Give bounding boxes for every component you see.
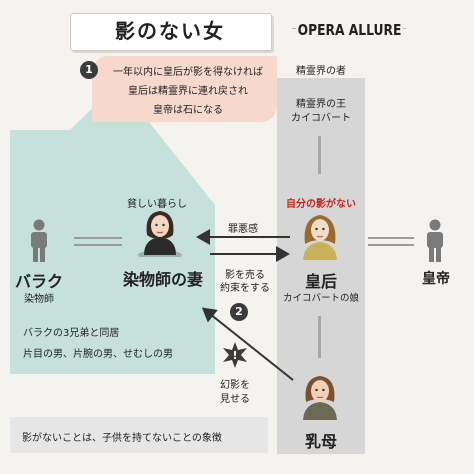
barak-wife-connector [74,237,122,246]
house-fill [10,83,215,374]
emperor-name: 皇帝 [422,271,450,287]
empress-emperor-connector [368,237,414,246]
nurse-portrait [303,376,337,420]
phantom-line-1: 幻影を [220,380,250,391]
king-empress-connector [318,136,321,174]
spirit-king-line-2: カイコバート [291,113,351,124]
house-note-2: 片目の男、片腕の男、せむしの男 [23,349,173,360]
empress-caption: 自分の影がない [286,199,356,210]
empress-subtitle: カイコバートの娘 [282,293,359,304]
footer-note: 影がないことは、子供を持てないことの象徴 [22,433,222,444]
promise-line-1: 影を売る [225,270,265,281]
brand-logo: OPERA ALLURE [296,21,404,39]
spirit-king-line-1: 精霊界の王 [296,99,346,110]
page-title: 影のない女 [115,19,225,43]
note-line-1: 一年以内に皇后が影を得なければ [113,67,263,78]
svg-text:!: ! [232,349,237,362]
title-box [70,13,272,51]
barak-role: 染物師 [24,294,54,305]
barak-person-icon [31,219,47,262]
barak-name: バラク [14,272,63,291]
note-line-2: 皇后は精霊界に連れ戻され [128,86,248,97]
wife-name: 染物師の妻 [122,270,203,289]
wife-caption: 貧しい暮らし [127,199,187,210]
guilt-label: 罪悪感 [228,224,258,235]
empress-portrait [303,215,337,260]
wife-portrait [138,211,182,257]
step-2-badge: 2 [230,303,248,321]
exclamation-burst-icon: ! [223,342,247,368]
step-1-badge: 1 [80,61,98,79]
emperor-person-icon [427,219,443,262]
spirit-world-label: 精霊界の者 [296,66,346,77]
nurse-name: 乳母 [304,432,337,451]
empress-nurse-connector [318,316,321,358]
house-note-1: バラクの3兄弟と同居 [23,328,120,339]
note-line-3: 皇帝は石になる [153,105,223,116]
footer-note-box [10,417,268,453]
promise-line-2: 約束をする [220,283,270,294]
phantom-line-2: 見せる [220,394,250,405]
phantom-arrow [201,307,294,381]
empress-name: 皇后 [304,272,337,291]
curse-note [92,56,277,122]
